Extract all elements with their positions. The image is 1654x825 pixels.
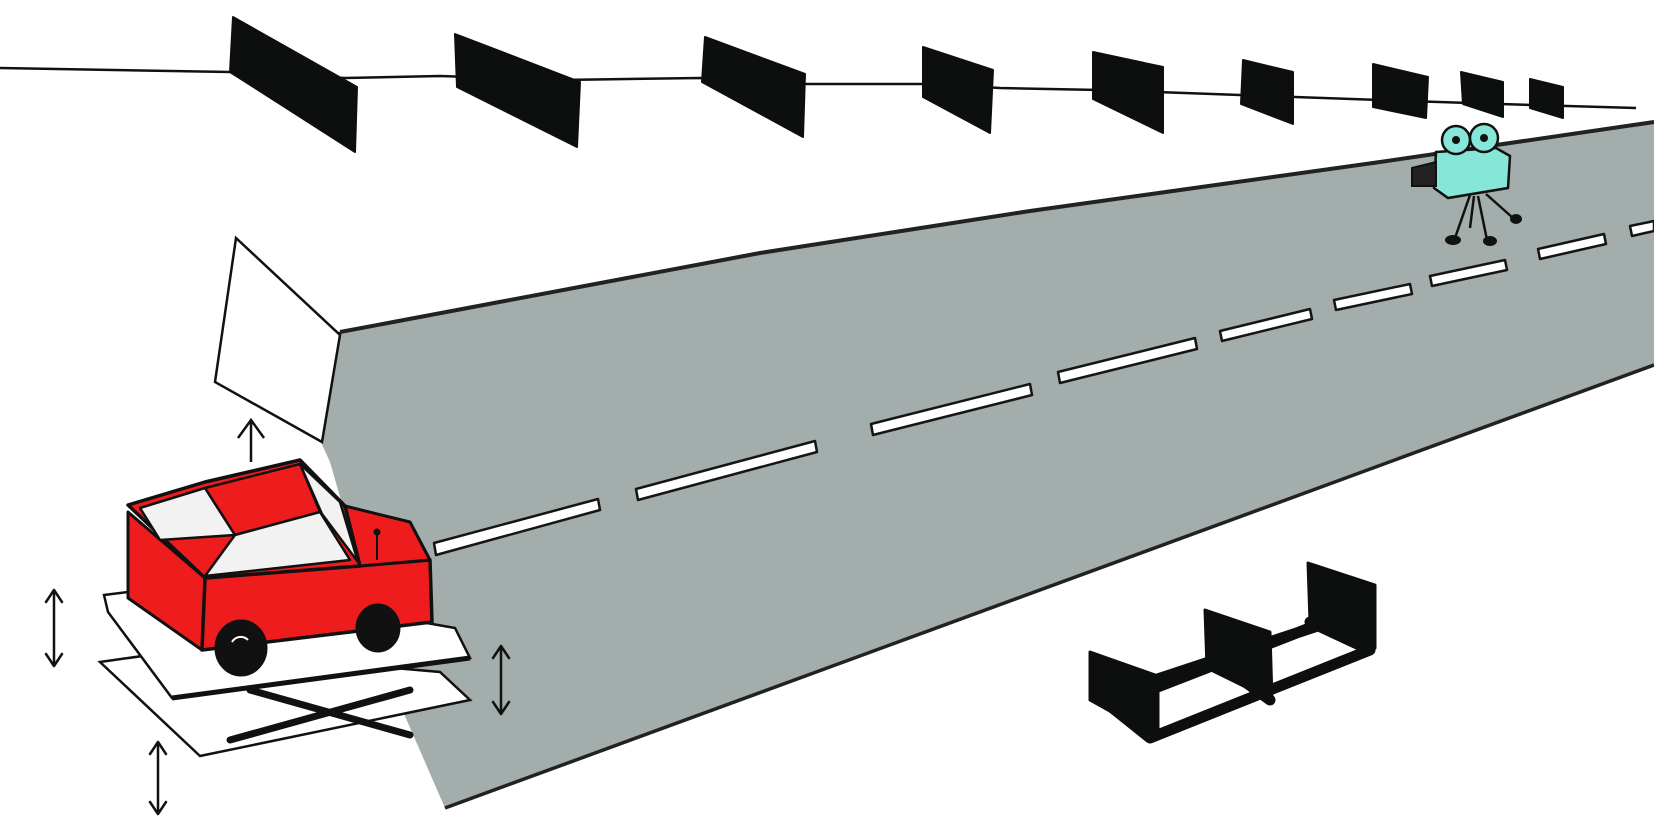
fence-panel xyxy=(701,36,806,138)
right-vertical-arrow xyxy=(491,644,511,716)
car-antenna-tip xyxy=(373,528,381,536)
red-car xyxy=(126,458,434,677)
fence-panel xyxy=(1240,59,1294,125)
camera-reel-hub xyxy=(1452,136,1460,144)
car-wheel-front xyxy=(355,603,401,653)
horizon-line xyxy=(0,66,1637,110)
camera-reel-hub xyxy=(1480,134,1488,142)
fence-panel xyxy=(229,16,358,153)
bottom-vertical-arrow xyxy=(148,740,168,816)
fence-panel xyxy=(1529,78,1564,119)
camera-lens xyxy=(1411,160,1437,187)
fence-panel xyxy=(1372,63,1429,119)
lane-dash xyxy=(1056,336,1199,385)
car-wheel-rear xyxy=(214,619,268,677)
car-wheels xyxy=(214,603,401,677)
fence-panels xyxy=(229,16,1564,153)
top-plate-edge xyxy=(171,655,471,701)
fence-panel xyxy=(922,46,994,134)
scissor-lift xyxy=(226,686,414,744)
reflector-board xyxy=(213,235,342,462)
camera-body xyxy=(1432,146,1512,200)
fence-panel xyxy=(1460,71,1504,118)
lane-dash xyxy=(869,382,1034,437)
fence-panel xyxy=(1092,51,1164,134)
video-camera xyxy=(1411,122,1522,246)
lane-dash xyxy=(1218,307,1314,343)
car-windshield xyxy=(298,462,360,564)
lane-dash xyxy=(1332,282,1414,312)
road-near-edge xyxy=(444,363,1654,810)
left-vertical-arrow xyxy=(44,588,64,668)
tripod xyxy=(1453,193,1514,241)
lane-dash xyxy=(1536,232,1608,261)
wheel-highlight xyxy=(231,635,249,643)
lane-dash xyxy=(1628,219,1654,238)
frame-rails xyxy=(1094,606,1376,744)
road xyxy=(320,122,1654,808)
lane-markings xyxy=(432,219,1654,557)
adjustment-arrows xyxy=(44,588,511,816)
reflector-support-arrow xyxy=(236,417,266,462)
lane-dash xyxy=(432,497,602,557)
fence-panel xyxy=(454,33,581,148)
lane-dash xyxy=(634,439,819,502)
wire-frame-stand xyxy=(1088,561,1377,744)
reflector-panel xyxy=(213,235,342,444)
lane-dash xyxy=(1428,258,1509,288)
tripod-feet xyxy=(1445,214,1522,246)
